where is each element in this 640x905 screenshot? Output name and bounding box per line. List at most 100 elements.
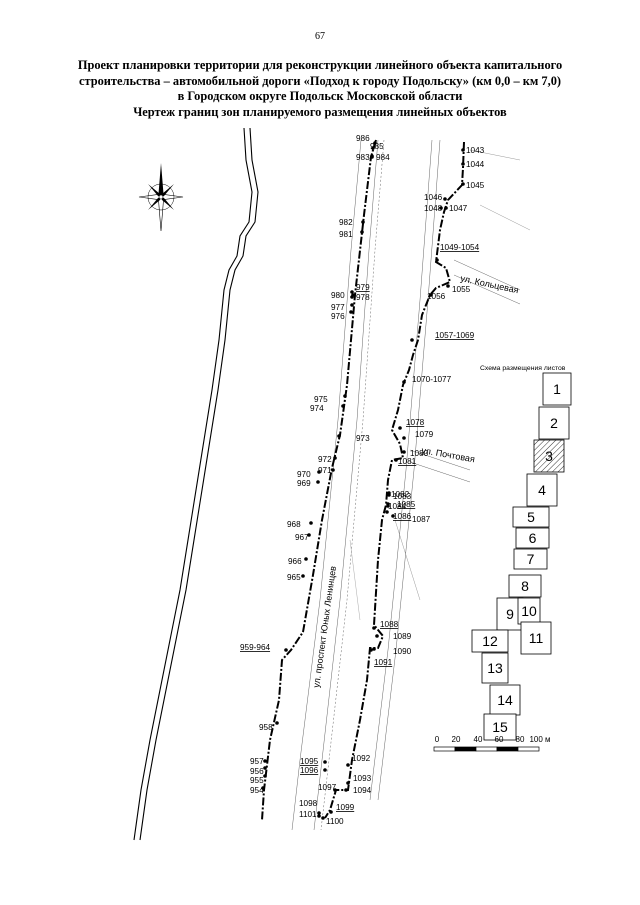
sheet-number: 14: [497, 692, 513, 708]
boundary-point: 1091: [369, 648, 393, 667]
point-label: 1048: [424, 204, 443, 213]
point-label: 983: [356, 153, 370, 162]
point-label: 974: [310, 404, 324, 413]
sheet-box: 4: [526, 473, 558, 507]
point-label: 969: [297, 479, 311, 488]
boundary-point: 986: [356, 134, 377, 145]
point-label: 1101: [299, 810, 317, 819]
sheet-frame: [533, 439, 565, 473]
point-marker: [387, 493, 391, 497]
page-number: 67: [315, 31, 325, 42]
sheet-number: 15: [492, 719, 508, 735]
boundary-point: 955: [250, 774, 267, 785]
point-marker: [361, 220, 365, 224]
point-marker: [386, 504, 390, 508]
point-marker: [304, 557, 308, 561]
boundary-point: 1089: [375, 632, 412, 641]
boundary-point: 1101: [299, 810, 321, 819]
point-label: 956: [250, 767, 264, 776]
sheet-number: 6: [529, 530, 537, 546]
boundary-point: 1081: [394, 457, 417, 466]
point-label: 1099: [336, 803, 355, 812]
point-label: 1094: [353, 786, 372, 795]
point-marker: [402, 450, 406, 454]
boundary-point: 969: [297, 479, 320, 488]
boundary-point: 974: [310, 404, 345, 413]
point-marker: [391, 514, 395, 518]
sheet-box: 5: [512, 506, 550, 528]
point-marker: [446, 284, 450, 288]
boundary-point: 1057-1069: [410, 331, 475, 342]
point-label: 966: [288, 557, 302, 566]
boundary-point: 1087: [391, 514, 431, 524]
river-boundary: [133, 127, 259, 841]
point-marker: [346, 763, 350, 767]
sheet-frame: [542, 372, 572, 406]
point-marker: [350, 303, 354, 307]
point-label: 1045: [466, 181, 485, 190]
sheet-frame: [489, 684, 521, 716]
sheet-number: 9: [506, 606, 514, 622]
point-label: 971: [318, 466, 332, 475]
boundary-point: 1079: [402, 430, 434, 440]
point-marker: [263, 774, 267, 778]
point-marker: [443, 197, 447, 201]
boundary-point: 959-964: [240, 643, 288, 652]
point-label: 1056: [427, 292, 446, 301]
sheet-frame: [538, 406, 570, 440]
sheet-frame: [526, 473, 558, 507]
point-label: 1081: [398, 457, 417, 466]
point-marker: [429, 293, 433, 297]
boundary-point: 954: [250, 786, 265, 795]
point-marker: [317, 814, 321, 818]
boundary-point: 967: [295, 533, 311, 542]
point-marker: [301, 574, 305, 578]
sheet-frame: [520, 621, 552, 655]
point-label: 1046: [424, 193, 443, 202]
point-marker: [444, 206, 448, 210]
point-label: 984: [376, 153, 390, 162]
sheet-box: 15: [483, 713, 517, 741]
point-label: 1100: [326, 817, 344, 826]
point-label: 985: [370, 142, 384, 151]
street-label-yunykh-lenintsev: ул. проспект Юных Ленинцев: [311, 565, 338, 688]
scale-tick-label: 100 м: [529, 735, 550, 744]
point-marker: [275, 721, 279, 725]
point-label: 1093: [353, 774, 372, 783]
boundary-point: 1070-1077: [402, 375, 452, 384]
scheme-title: Схема размещения листов: [480, 365, 566, 372]
north-arrow-icon: [138, 163, 184, 232]
sheet-number: 7: [527, 551, 535, 567]
point-marker: [333, 788, 337, 792]
point-label: 954: [250, 786, 264, 795]
point-label: 1084: [388, 502, 407, 511]
sheet-number: 13: [487, 660, 503, 676]
boundary-point: 1094: [344, 786, 372, 795]
point-marker: [284, 648, 288, 652]
point-marker: [343, 394, 347, 398]
boundary-point: 1098: [299, 799, 321, 815]
sheet-box: 2: [538, 406, 570, 440]
point-marker: [371, 146, 375, 150]
point-marker: [346, 781, 350, 785]
point-label: 976: [331, 312, 345, 321]
boundary-point: 1085: [386, 500, 416, 509]
base-map-lines: [291, 139, 531, 831]
sheet-box: 7: [513, 548, 548, 570]
sheet-number: 11: [529, 630, 544, 646]
point-label: 1085: [397, 500, 416, 509]
boundary-point: 985: [370, 142, 384, 151]
left-zone-boundary: [261, 139, 377, 821]
point-label: 1044: [466, 160, 485, 169]
point-marker: [375, 634, 379, 638]
point-marker: [307, 533, 311, 537]
boundary-point: 970: [297, 470, 321, 479]
boundary-point: 1100: [321, 816, 344, 826]
boundary-point: 1088: [372, 620, 399, 630]
point-label: 958: [259, 723, 273, 732]
point-label: 1090: [393, 647, 412, 656]
point-marker: [316, 480, 320, 484]
point-marker: [369, 648, 373, 652]
point-label: 1088: [380, 620, 399, 629]
